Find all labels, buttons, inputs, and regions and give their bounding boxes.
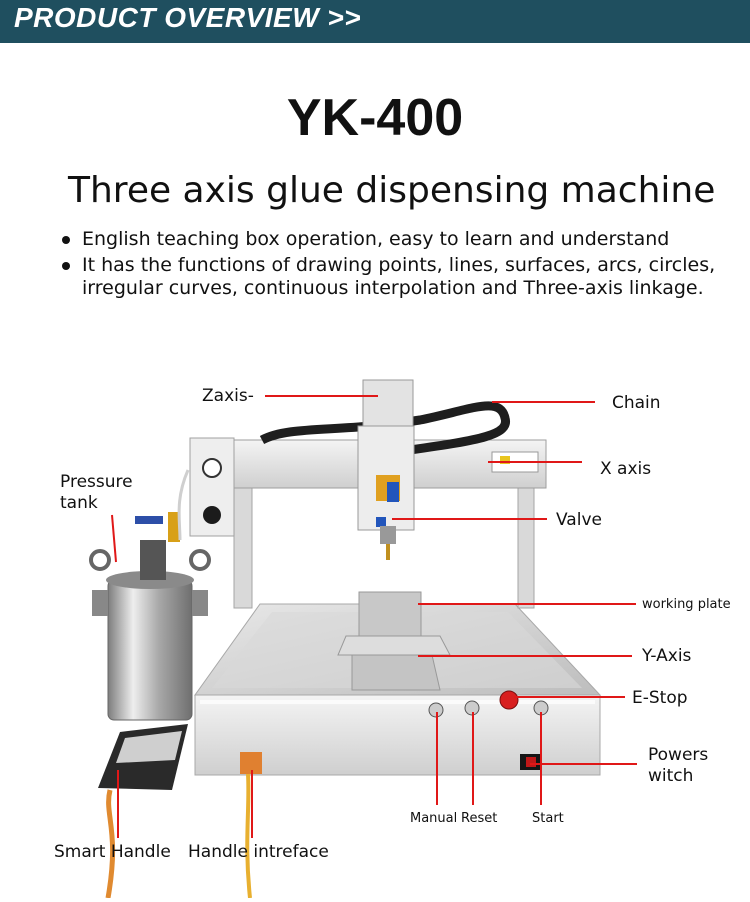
machine-illustration	[89, 379, 637, 899]
bullet-icon	[62, 262, 70, 270]
header-banner: PRODUCT OVERVIEW >>	[0, 0, 750, 43]
z-axis-head	[357, 379, 415, 560]
control-box	[189, 437, 235, 537]
feature-item: English teaching box operation, easy to …	[62, 228, 742, 251]
label-power-switch-line2: witch	[648, 766, 694, 786]
feature-text: It has the functions of drawing points, …	[82, 254, 716, 299]
label-handle-interface: Handle intreface	[188, 842, 329, 862]
label-reset: Reset	[461, 811, 498, 826]
label-manual: Manual	[410, 811, 458, 826]
label-working-plate: working plate	[642, 597, 731, 612]
pressure-tank	[89, 469, 211, 721]
feature-item: It has the functions of drawing points, …	[62, 254, 742, 300]
label-smart-handle: Smart Handle	[54, 842, 171, 862]
front-panel	[240, 690, 549, 899]
label-chain: Chain	[612, 393, 661, 413]
header-title: PRODUCT OVERVIEW >>	[14, 2, 362, 33]
label-zaxis: Zaxis-	[202, 386, 254, 406]
feature-text: English teaching box operation, easy to …	[82, 228, 670, 250]
feature-list: English teaching box operation, easy to …	[62, 228, 742, 303]
callout-lines	[111, 395, 637, 838]
cable-chain	[259, 401, 510, 455]
label-pressure-tank-line1: Pressure	[60, 472, 133, 492]
label-e-stop: E-Stop	[632, 688, 688, 708]
work-table	[337, 591, 451, 691]
label-start: Start	[532, 811, 564, 826]
bullet-icon	[62, 236, 70, 244]
product-name: Three axis glue dispensing machine	[68, 170, 716, 211]
machine-diagram: Zaxis- Chain X axis Valve Pressure tank …	[0, 330, 750, 899]
label-x-axis: X axis	[600, 459, 652, 479]
machine-base	[194, 603, 602, 776]
label-valve: Valve	[556, 510, 602, 530]
label-y-axis: Y-Axis	[642, 646, 692, 666]
label-power-switch-line1: Powers	[648, 745, 709, 765]
smart-handle-device	[98, 724, 188, 899]
model-title: YK-400	[286, 89, 464, 147]
label-pressure-tank-line2: tank	[60, 493, 98, 513]
